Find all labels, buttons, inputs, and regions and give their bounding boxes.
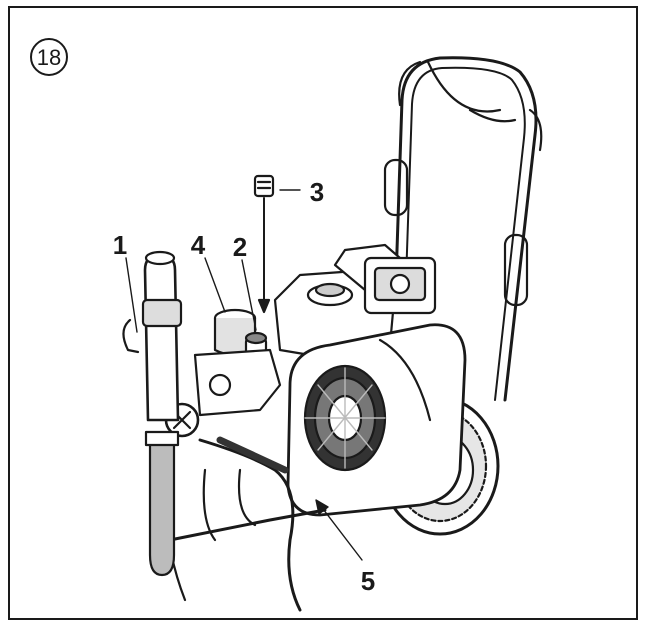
dipstick: [253, 174, 275, 314]
callout-4: 4: [191, 230, 206, 260]
cart-base: [168, 468, 327, 542]
callout-labels: 1 2 3 4 5: [113, 177, 375, 596]
callout-3: 3: [310, 177, 324, 207]
callout-leaders: [125, 189, 363, 561]
pump-assembly: [122, 250, 282, 577]
figure-number: 18: [37, 45, 61, 70]
callout-5: 5: [361, 566, 375, 596]
motor-housing: [286, 323, 467, 517]
callout-2: 2: [233, 232, 247, 262]
callout-1: 1: [113, 230, 127, 260]
hose: [165, 418, 302, 612]
figure-number-badge: 18: [30, 38, 68, 76]
cart-handle: [383, 56, 543, 402]
